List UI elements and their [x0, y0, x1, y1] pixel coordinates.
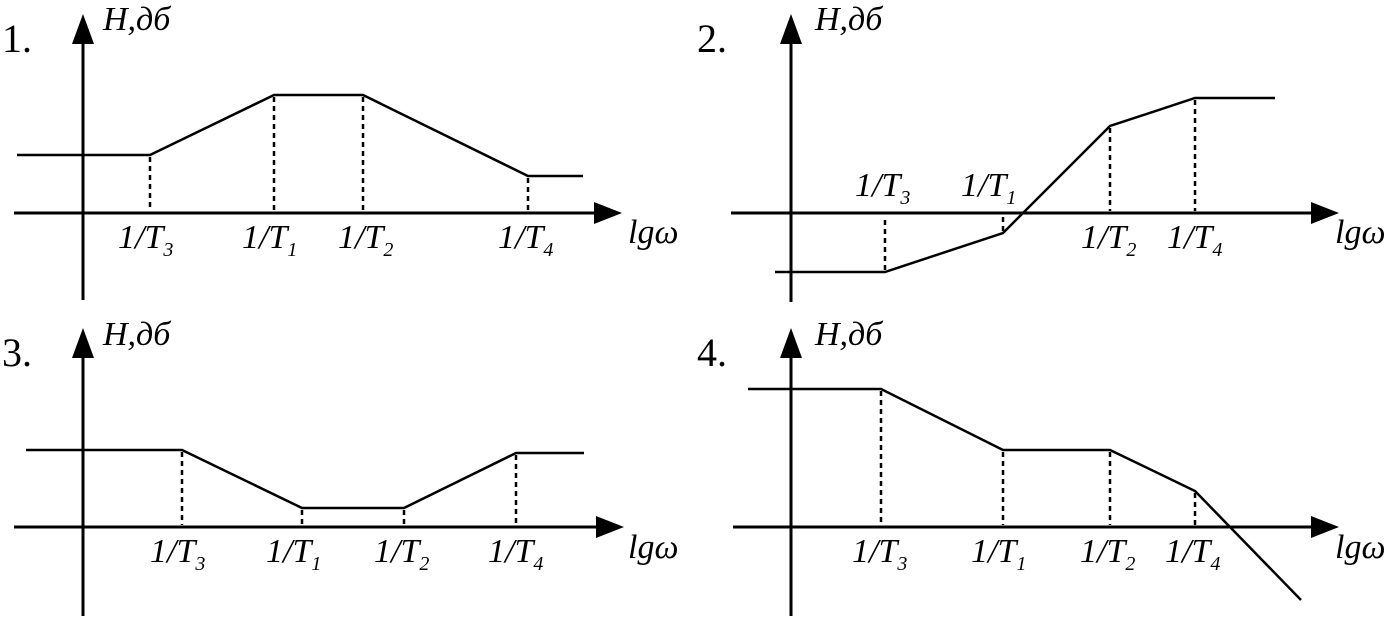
panel-3-y-arrow-icon — [72, 328, 94, 358]
panel-1-x-label: lgω — [628, 214, 678, 251]
panel-2-x-arrow-icon — [1311, 202, 1339, 224]
panel-3-x-arrow-icon — [596, 516, 624, 538]
panel-4: 4. H,дб lgω 1/T3 1/T1 1/T2 1/T4 — [697, 316, 1385, 616]
panel-2-tick-t3: 1/T3 — [855, 167, 910, 209]
panel-2-number: 2. — [697, 16, 727, 61]
panel-2-tick-t4: 1/T4 — [1167, 219, 1222, 261]
panel-4-number: 4. — [697, 330, 727, 375]
panel-4-tick-t1: 1/T1 — [971, 533, 1026, 575]
panel-2-response-curve — [775, 96, 1275, 274]
panel-2-x-label: lgω — [1335, 214, 1385, 251]
panel-3-y-label: H,дб — [102, 316, 172, 353]
panel-3-tick-t1: 1/T1 — [266, 533, 321, 575]
panel-4-x-arrow-icon — [1311, 516, 1339, 538]
panel-1-x-arrow-icon — [594, 202, 622, 224]
panel-3: 3. H,дб lgω 1/T3 1/T1 1/T2 1/T4 — [2, 316, 678, 616]
panel-1-number: 1. — [2, 16, 32, 61]
panel-2: 2. H,дб lgω 1/T3 1/T1 1/T2 1/T4 — [697, 1, 1385, 302]
panel-2-tick-t2: 1/T2 — [1081, 219, 1136, 261]
panel-3-tick-t3: 1/T3 — [150, 533, 205, 575]
panel-1-tick-t2: 1/T2 — [338, 219, 393, 261]
panel-2-y-label: H,дб — [814, 1, 884, 38]
panel-3-tick-t4: 1/T4 — [488, 533, 543, 575]
panel-1-tick-t4: 1/T4 — [498, 219, 553, 261]
panel-3-tick-t2: 1/T2 — [374, 533, 429, 575]
panel-4-tick-t2: 1/T2 — [1080, 533, 1135, 575]
panel-2-tick-t1: 1/T1 — [961, 167, 1016, 209]
panel-1-tick-t1: 1/T1 — [242, 219, 297, 261]
panel-4-tick-t3: 1/T3 — [852, 533, 907, 575]
panel-4-tick-t4: 1/T4 — [1165, 533, 1220, 575]
panel-4-response-curve — [748, 387, 1302, 601]
panel-3-x-label: lgω — [628, 529, 678, 566]
panel-2-y-arrow-icon — [780, 14, 802, 44]
panel-1-y-arrow-icon — [72, 14, 94, 44]
panel-3-response-curve — [26, 448, 584, 510]
panel-4-y-arrow-icon — [780, 328, 802, 358]
panel-1-tick-t3: 1/T3 — [118, 219, 173, 261]
panel-1-y-label: H,дб — [102, 1, 172, 38]
panel-1: 1. H,дб lgω 1/T3 1/T1 1/T2 1/T4 — [2, 1, 678, 300]
panel-4-x-label: lgω — [1335, 529, 1385, 566]
panel-1-response-curve — [17, 93, 583, 178]
panel-3-number: 3. — [2, 330, 32, 375]
panel-4-y-label: H,дб — [814, 316, 884, 353]
